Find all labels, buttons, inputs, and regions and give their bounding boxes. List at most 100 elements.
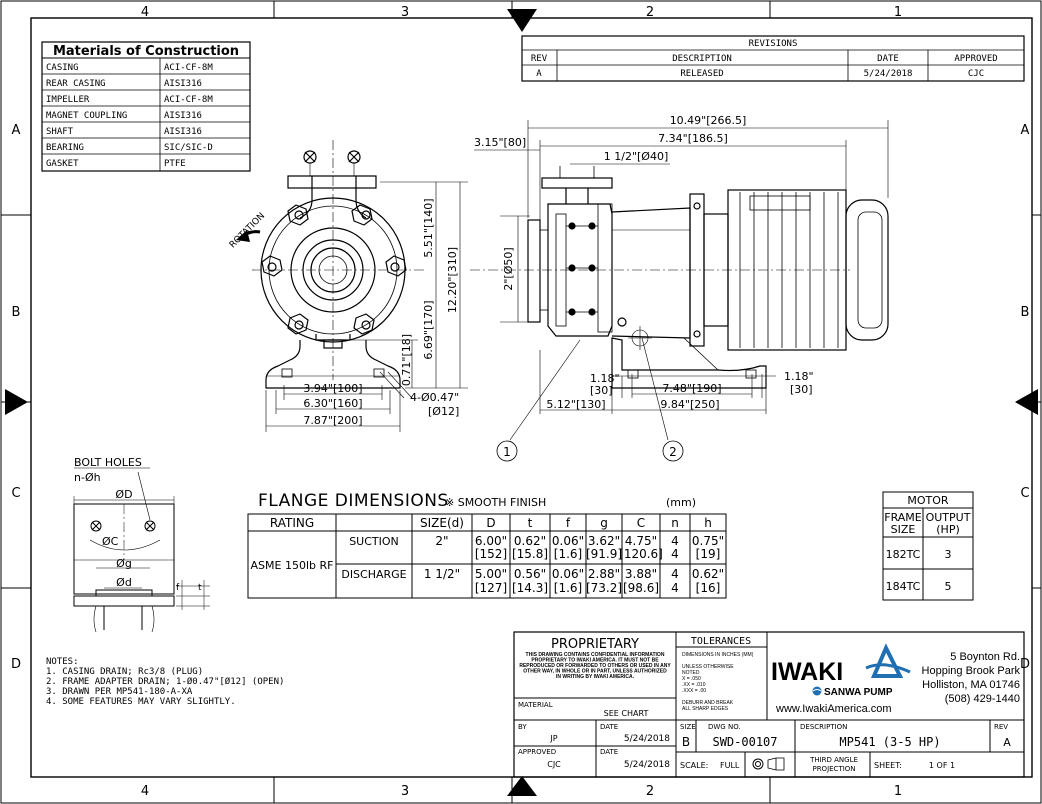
approved-value: CJC (547, 760, 561, 769)
motor-frame-2: 184TC (886, 580, 921, 593)
tol-line-5: .XX = .010 (682, 682, 706, 688)
callout-2: 2 (669, 445, 677, 459)
rotation-arrow: ROTATION (228, 211, 267, 250)
dwg-value: SWD-00107 (712, 735, 777, 749)
by-date: 5/24/2018 (624, 734, 670, 744)
tolerances-title: TOLERANCES (691, 636, 751, 647)
dim-50: 2"[Ø50] (502, 247, 515, 290)
dim-30-right: [30] (790, 383, 813, 396)
flange-header-4: t (528, 516, 533, 530)
material-part-5: BEARING (46, 143, 84, 153)
motor-output-1: 3 (945, 548, 952, 561)
flange-in-1-1: 0.56" (514, 567, 546, 581)
flange-mm-1-0: [127] (475, 581, 507, 595)
prop-line-1: PROPRIETARY TO IWAKI AMERICA. IT MUST NO… (531, 658, 659, 664)
front-view-dim-text: 5.51"[140] 12.20"[310] 6.69"[170] 0.71"[… (303, 198, 459, 427)
zone-row-c-right: C (1020, 486, 1029, 501)
bolt-d: Ød (116, 576, 132, 589)
flange-header-5: f (566, 516, 571, 530)
rev-value: A (1003, 736, 1011, 749)
flange-mm-1-5: 4 (671, 581, 679, 595)
flange-size-1: 1 1/2" (424, 567, 460, 581)
callouts: 1 2 (496, 440, 684, 462)
rev-header-desc: DESCRIPTION (672, 54, 732, 64)
dim-186: 7.34"[186.5] (658, 132, 728, 145)
zone-col-2-bottom: 2 (646, 784, 654, 799)
website: www.IwakiAmerica.com (775, 703, 892, 715)
dwg-label: DWG NO. (708, 723, 741, 731)
flange-mm-0-6: [19] (696, 547, 721, 561)
tol-line-0: DIMENSIONS IN INCHES (MM) (682, 652, 754, 658)
material-part-0: CASING (46, 63, 79, 73)
dim-140: 5.51"[140] (422, 198, 435, 257)
note-3: 3. DRAWN PER MP541-180-A-XA (46, 687, 193, 697)
materials-title: Materials of Construction (53, 44, 239, 59)
callout-1: 1 (503, 445, 511, 459)
proprietary-title: PROPRIETARY (551, 637, 639, 652)
zone-col-1: 1 (894, 5, 902, 20)
flange-header-3: D (486, 516, 495, 530)
motor-output-2: 5 (945, 580, 952, 593)
projection-line-2: PROJECTION (812, 765, 855, 773)
dim-40: 1 1/2"[Ø40] (604, 150, 669, 163)
motor-h1-line2: SIZE (891, 523, 916, 536)
flange-mm-1-6: [16] (696, 581, 721, 595)
rev-header-approved: APPROVED (954, 54, 997, 64)
zone-labels: 4 3 2 1 4 3 2 1 A B C D A B C D (11, 5, 1030, 799)
flange-mm-0-1: [15.8] (512, 547, 548, 561)
bolt-t: t (198, 583, 202, 593)
desc-label: DESCRIPTION (800, 723, 847, 731)
flange-in-0-0: 6.00" (475, 534, 507, 548)
address-1: 5 Boynton Rd. (950, 651, 1020, 663)
flange-title: FLANGE DIMENSIONS (258, 491, 449, 511)
bolt-f: f (176, 583, 180, 593)
material-part-1: REAR CASING (46, 79, 106, 89)
side-view (470, 166, 889, 389)
zone-row-b: B (12, 305, 21, 320)
flange-in-0-6: 0.75" (692, 534, 724, 548)
appr-date: 5/24/2018 (624, 760, 670, 770)
flange-header-6: g (600, 516, 608, 530)
zone-row-d: D (11, 657, 21, 672)
zone-row-c: C (11, 486, 20, 501)
material-value-6: PTFE (164, 159, 186, 169)
dim-holes-mm: [Ø12] (428, 405, 459, 418)
prop-line-4: IN WRITING BY IWAKI AMERICA. (556, 674, 635, 680)
tol-line-8: DEBURR AND BREAK (682, 700, 734, 706)
flange-in-0-5: 4 (671, 534, 679, 548)
dim-118-right: 1.18" (784, 370, 814, 383)
bolt-sub: n-Øh (74, 471, 101, 484)
by-value: JP (549, 734, 557, 743)
flange-rating: ASME 150lb RF (251, 559, 334, 572)
dim-118-left: 1.18" (590, 372, 620, 385)
tol-line-9: ALL SHARP EDGES (682, 706, 729, 712)
center-arrows (5, 9, 1038, 796)
material-part-3: MAGNET COUPLING (46, 111, 127, 121)
rev-label: REV (994, 723, 1008, 731)
dim-30-left: [30] (590, 384, 613, 397)
dim-130: 5.12"[130] (546, 398, 605, 411)
prop-line-3: OTHER WAY, IN WHOLE OR IN PART, UNLESS A… (523, 669, 667, 675)
flange-in-1-0: 5.00" (475, 567, 507, 581)
note-1: 1. CASING DRAIN; Rc3/8 (PLUG) (46, 667, 203, 677)
dim-18: 0.71"[18] (400, 334, 413, 386)
iwaki-logo: IWAKI SANWA PUMP www.IwakiAmerica.com (771, 643, 911, 715)
dim-250: 9.84"[250] (660, 398, 719, 411)
zone-row-a-right: A (1021, 123, 1030, 138)
zone-col-1-bottom: 1 (894, 784, 902, 799)
address-3: Holliston, MA 01746 (922, 679, 1020, 691)
dim-190: 7.48"[190] (662, 382, 721, 395)
motor-h2: OUTPUT (926, 511, 971, 524)
flange-header-7: C (637, 516, 645, 530)
bolt-C: ØC (102, 535, 119, 548)
zone-col-4: 4 (141, 5, 149, 20)
size-label: SIZE (680, 723, 696, 731)
material-part-4: SHAFT (46, 127, 74, 137)
rotation-label: ROTATION (228, 211, 267, 250)
flange-in-1-6: 0.62" (692, 567, 724, 581)
flange-table: FLANGE DIMENSIONS ※ SMOOTH FINISH (mm) R… (247, 491, 727, 599)
flange-mm-0-2: [1.6] (554, 547, 582, 561)
zone-row-d-right: D (1020, 657, 1030, 672)
flange-mm-0-0: [152] (475, 547, 507, 561)
